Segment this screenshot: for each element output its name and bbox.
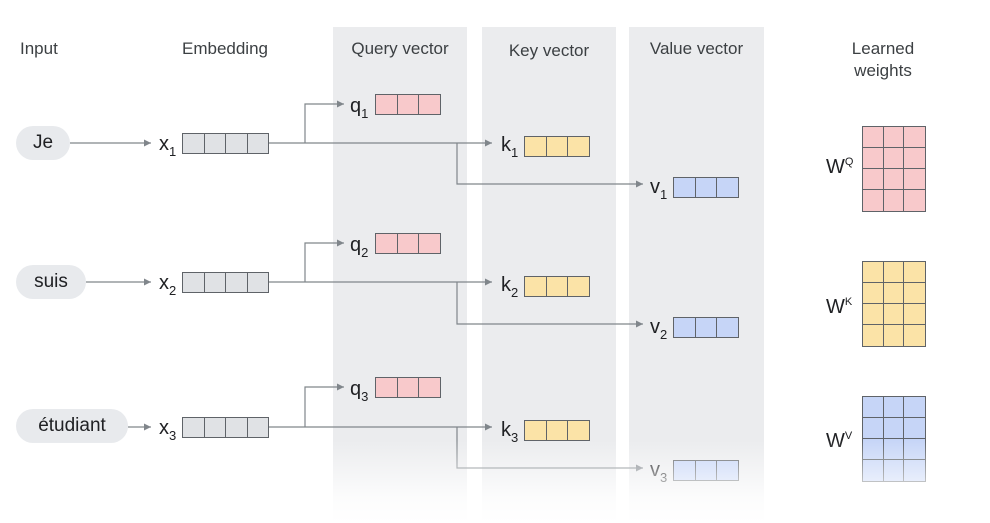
input-token-suis: suis [16,265,86,299]
query-header: Query vector [351,39,449,58]
embedding-to-query-arrow-1 [304,100,344,143]
key-label-k2: k2 [501,274,519,300]
query-label-q1: q1 [350,95,369,121]
value-vector-v2 [673,317,739,338]
key-vector-k1 [524,136,590,157]
weight-label-wq: WQ [826,156,854,178]
input-token-etudiant: étudiant [16,409,128,443]
key-label-k3: k3 [501,419,519,445]
query-vector-q3 [375,377,441,398]
embedding-to-query-arrow-2 [304,239,344,282]
key-vector-k2 [524,276,590,297]
weight-matrix-wq [862,126,926,212]
embedding-to-query-arrow-3 [304,383,344,427]
embedding-vector-x3 [182,417,269,438]
value-vector-v3 [673,460,739,481]
embedding-to-value-arrow-1 [456,143,643,188]
embedding-to-value-arrow-2 [456,282,643,328]
value-vector-v1 [673,177,739,198]
weight-label-wv: WV [826,430,853,452]
query-vector-q1 [375,94,441,115]
embedding-label-x3: x3 [159,417,177,443]
embedding-vector-x1 [182,133,269,154]
learned-weights-header: Learned weights [851,39,915,80]
query-vector-q2 [375,233,441,254]
embedding-label-x1: x1 [159,133,177,159]
embedding-header: Embedding [181,39,268,58]
query-label-q3: q3 [350,378,369,404]
key-header: Key vector [508,41,590,60]
value-label-v1: v1 [650,176,668,202]
key-vector-k3 [524,420,590,441]
value-label-v2: v2 [650,316,668,342]
query-label-q2: q2 [350,234,369,260]
weight-matrix-wk [862,261,926,347]
embedding-vector-x2 [182,272,269,293]
weight-label-wk: WK [826,296,853,318]
value-header: Value vector [649,39,744,58]
key-label-k1: k1 [501,134,519,160]
weight-matrix-wv [862,396,926,482]
input-header: Input [20,39,58,58]
value-label-v3: v3 [650,459,668,485]
input-token-je: Je [16,126,70,160]
embedding-label-x2: x2 [159,272,177,298]
